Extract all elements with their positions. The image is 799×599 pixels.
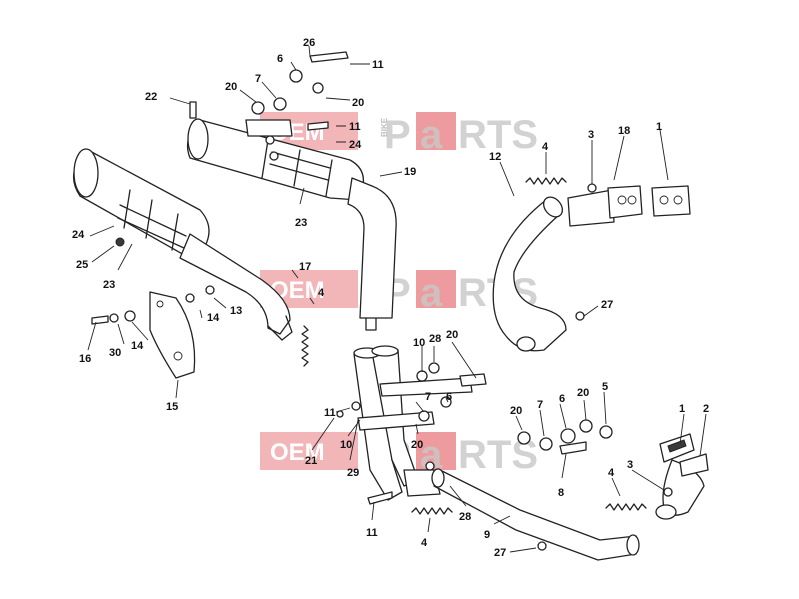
callout-18: 18 <box>618 125 630 137</box>
callout-11-center: 11 <box>324 407 336 419</box>
callout-30: 30 <box>109 347 121 359</box>
callout-14-l: 14 <box>131 340 144 352</box>
callout-11-low: 11 <box>366 527 378 539</box>
callout-4-low: 4 <box>421 537 428 549</box>
callout-20-r: 20 <box>510 405 522 417</box>
callout-20-tl: 20 <box>225 81 237 93</box>
svg-text:a: a <box>420 271 443 315</box>
y-pipe-assembly <box>353 345 473 501</box>
svg-text:RTS: RTS <box>458 113 538 157</box>
callout-8: 8 <box>558 487 564 499</box>
callout-4-mid: 4 <box>318 287 325 299</box>
callout-24-top: 24 <box>349 139 362 151</box>
callout-4-br: 4 <box>608 467 615 479</box>
callout-26: 26 <box>303 37 315 49</box>
watermark-2: OEM BIKE P a RTS <box>260 270 538 315</box>
callout-23-left: 23 <box>103 279 115 291</box>
callout-5: 5 <box>602 381 608 393</box>
heat-shield <box>149 291 196 379</box>
callout-21: 21 <box>305 455 317 467</box>
callout-1-br: 1 <box>679 403 685 415</box>
callout-10-center: 10 <box>413 337 425 349</box>
callout-6-center: 6 <box>446 391 452 403</box>
callout-7-center: 7 <box>425 391 431 403</box>
callout-28-low: 28 <box>459 511 471 523</box>
callout-28-center: 28 <box>429 333 441 345</box>
callout-25: 25 <box>76 259 88 271</box>
callout-6-r: 6 <box>559 393 565 405</box>
callout-14-r: 14 <box>207 312 220 324</box>
callout-20-tr: 20 <box>352 97 364 109</box>
svg-text:OEM: OEM <box>270 439 325 466</box>
callout-labels: 26 6 11 20 7 22 20 11 24 19 23 24 25 23 … <box>72 37 709 559</box>
springs <box>301 177 647 515</box>
callout-1-tr: 1 <box>656 121 662 133</box>
callout-11-top: 11 <box>372 59 384 71</box>
callout-15: 15 <box>166 401 178 413</box>
svg-text:P: P <box>384 113 411 157</box>
callout-7-top: 7 <box>255 73 261 85</box>
callout-20-low: 20 <box>411 439 423 451</box>
callout-19: 19 <box>404 166 416 178</box>
hardware <box>91 51 673 551</box>
leader-lines <box>87 45 707 553</box>
callout-12: 12 <box>489 151 501 163</box>
callout-10-low: 10 <box>340 439 352 451</box>
header-pipe-12 <box>492 185 691 352</box>
callout-20-rr: 20 <box>577 387 589 399</box>
callout-23-top: 23 <box>295 217 307 229</box>
callout-3-tr: 3 <box>588 129 594 141</box>
callout-24-left: 24 <box>72 229 85 241</box>
callout-16: 16 <box>79 353 91 365</box>
lower-silencer <box>72 148 293 341</box>
callout-13: 13 <box>230 305 242 317</box>
callout-17: 17 <box>299 261 311 273</box>
svg-text:a: a <box>420 113 443 157</box>
callout-3-br: 3 <box>627 459 633 471</box>
callout-2: 2 <box>703 403 709 415</box>
callout-9: 9 <box>484 529 490 541</box>
svg-text:BIKE: BIKE <box>380 117 389 137</box>
callout-11-mid: 11 <box>349 121 361 133</box>
lower-right-collector <box>655 433 709 520</box>
callout-4-tr: 4 <box>542 141 549 153</box>
callout-7-r: 7 <box>537 399 543 411</box>
callout-22: 22 <box>145 91 157 103</box>
callout-20-center: 20 <box>446 329 458 341</box>
callout-27-top: 27 <box>601 299 613 311</box>
callout-27-low: 27 <box>494 547 506 559</box>
callout-6-top: 6 <box>277 53 283 65</box>
callout-29: 29 <box>347 467 359 479</box>
